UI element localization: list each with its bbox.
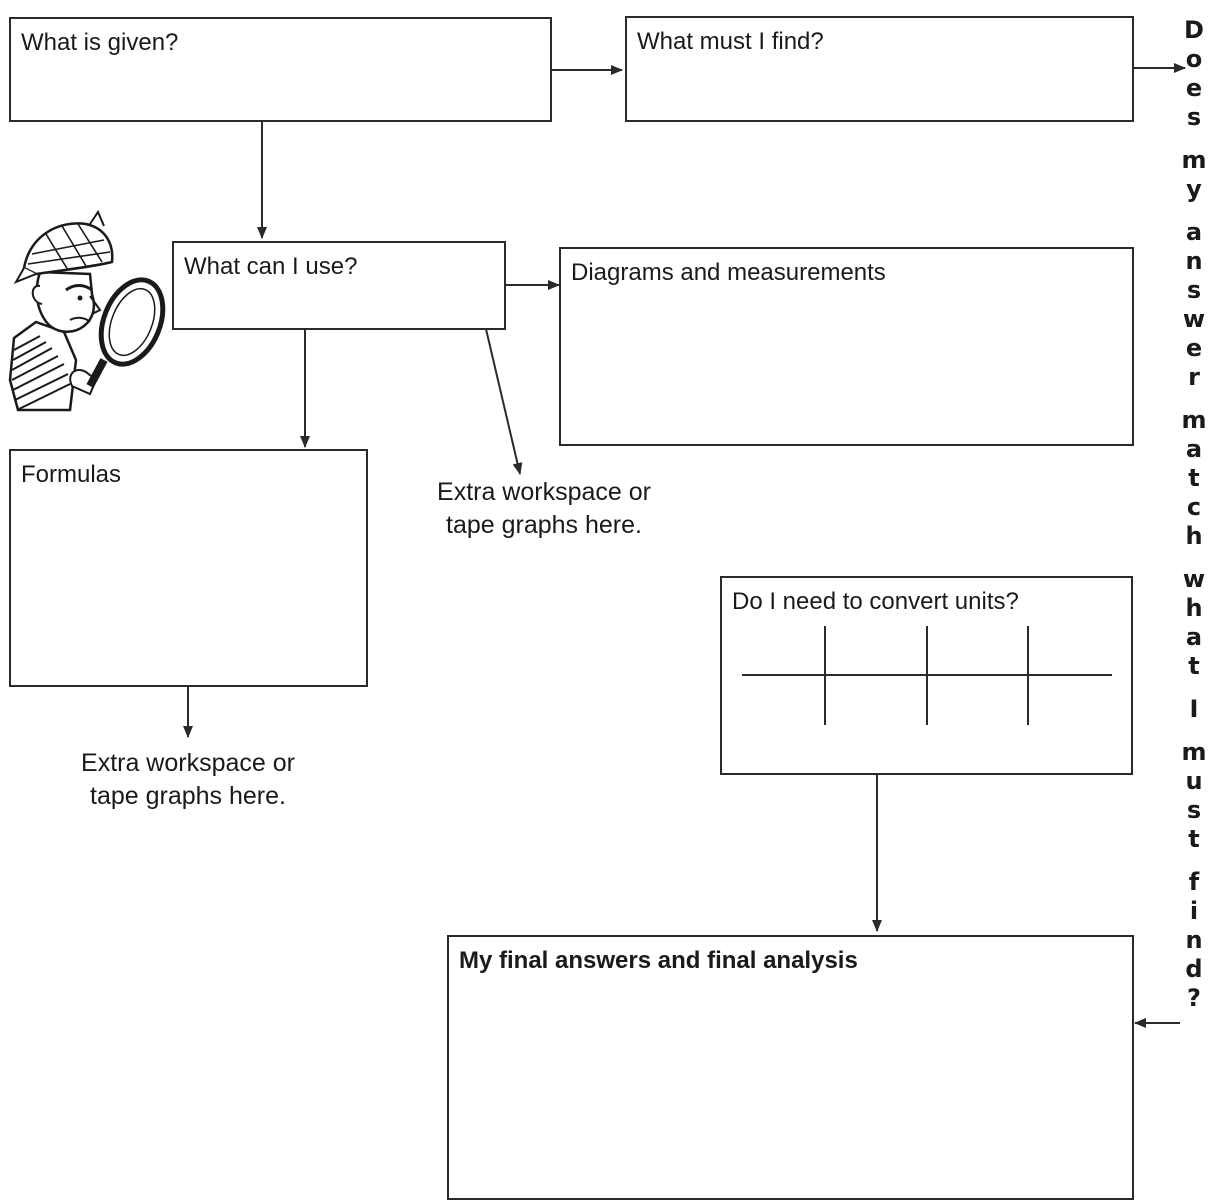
vertical-text-letter: h — [1185, 522, 1203, 550]
vertical-text-letter: a — [1185, 623, 1203, 651]
vertical-text-gap — [1166, 132, 1222, 146]
vertical-text-letter: n — [1185, 926, 1203, 954]
vertical-text-letter: i — [1189, 897, 1199, 925]
vertical-text-letter: s — [1186, 796, 1202, 824]
what-must-i-find-box[interactable]: What must I find? — [625, 16, 1134, 122]
vertical-text-letter: a — [1185, 435, 1203, 463]
vertical-text-letter: ? — [1187, 984, 1201, 1012]
vertical-text-gap — [1166, 204, 1222, 218]
vertical-text-letter: d — [1185, 955, 1203, 983]
vertical-text-letter: h — [1185, 594, 1203, 622]
vertical-text-letter: w — [1182, 305, 1206, 333]
vertical-text-letter: r — [1188, 363, 1200, 391]
convert-units-label: Do I need to convert units? — [732, 588, 1019, 615]
vertical-text-gap — [1166, 724, 1222, 738]
convert-units-box[interactable]: Do I need to convert units? — [720, 576, 1133, 775]
vertical-text-gap — [1166, 551, 1222, 565]
vertical-text-gap — [1166, 854, 1222, 868]
vertical-text-letter: w — [1182, 565, 1206, 593]
vertical-text-letter: c — [1186, 493, 1202, 521]
vertical-text-letter: m — [1181, 406, 1207, 434]
what-is-given-box[interactable]: What is given? — [9, 17, 552, 122]
vertical-text-letter: t — [1188, 825, 1200, 853]
vertical-text-letter: I — [1189, 695, 1199, 723]
final-answers-box[interactable]: My final answers and final analysis — [447, 935, 1134, 1200]
what-must-i-find-label: What must I find? — [637, 28, 824, 55]
final-answers-label: My final answers and final analysis — [459, 947, 858, 974]
vertical-text-letter: t — [1188, 464, 1200, 492]
vertical-text-gap — [1166, 681, 1222, 695]
diagrams-and-measurements-label: Diagrams and measurements — [571, 259, 886, 286]
note-line: tape graphs here. — [90, 781, 286, 810]
extra-workspace-note-right: Extra workspace or tape graphs here. — [404, 476, 684, 541]
vertical-text-letter: t — [1188, 652, 1200, 680]
diagrams-and-measurements-box[interactable]: Diagrams and measurements — [559, 247, 1134, 446]
note-line: Extra workspace or — [437, 478, 651, 506]
vertical-text-letter: a — [1185, 218, 1203, 246]
vertical-text-letter: f — [1188, 868, 1200, 896]
note-line: tape graphs here. — [446, 510, 642, 539]
vertical-text-letter: u — [1185, 767, 1203, 795]
vertical-text-letter: s — [1186, 103, 1202, 131]
note-line: Extra workspace or — [81, 749, 295, 777]
formulas-label: Formulas — [21, 461, 122, 488]
unit-conversion-grid — [742, 626, 1112, 725]
arrow-use-to-workspace — [485, 328, 523, 475]
vertical-text-letter: e — [1185, 74, 1203, 102]
what-can-i-use-label: What can I use? — [184, 253, 358, 280]
vertical-text-letter: m — [1181, 738, 1207, 766]
extra-workspace-note-left: Extra workspace or tape graphs here. — [48, 747, 328, 812]
vertical-text-letter: e — [1185, 334, 1203, 362]
vertical-text-letter: o — [1185, 45, 1203, 73]
vertical-text-letter: m — [1181, 146, 1207, 174]
vertical-text-letter: y — [1186, 175, 1202, 203]
vertical-text-letter: s — [1186, 276, 1202, 304]
what-is-given-label: What is given? — [21, 29, 179, 56]
vertical-text-letter: n — [1185, 247, 1203, 275]
what-can-i-use-box[interactable]: What can I use? — [172, 241, 506, 330]
vertical-text-gap — [1166, 392, 1222, 406]
detective-with-magnifying-glass-icon — [8, 210, 166, 412]
vertical-text-letter: D — [1184, 16, 1204, 44]
formulas-box[interactable]: Formulas — [9, 449, 368, 687]
